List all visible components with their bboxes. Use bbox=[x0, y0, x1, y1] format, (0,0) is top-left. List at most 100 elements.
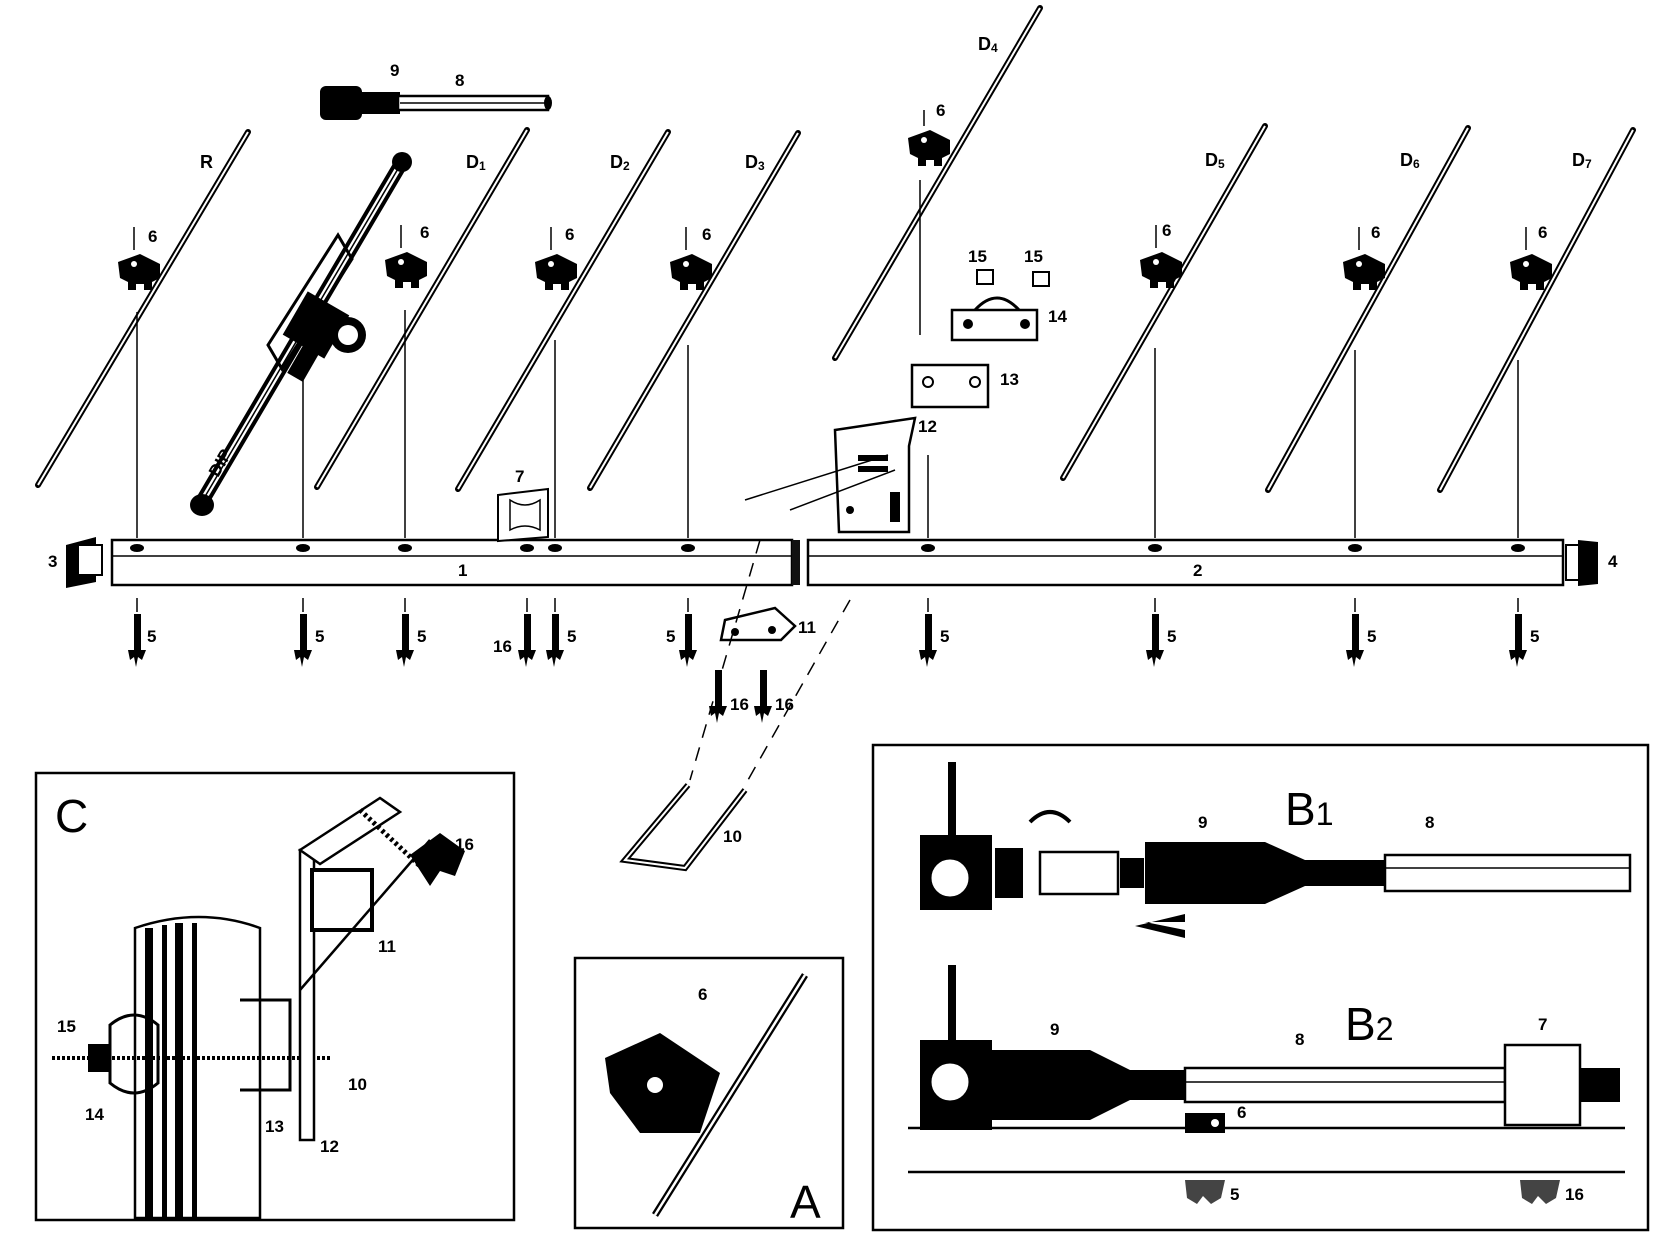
plate-label: 13 bbox=[1000, 370, 1019, 389]
inset-b: 9 8 B1 9 8 7 6 5 16 B2 bbox=[871, 743, 1650, 1232]
element-clip: 6 bbox=[908, 101, 950, 166]
svg-text:6: 6 bbox=[1371, 223, 1380, 242]
inset-a: 6 A bbox=[573, 956, 845, 1230]
element-rod-d4 bbox=[832, 5, 1043, 361]
mast-bracket-label: 12 bbox=[918, 417, 937, 436]
element-rod-d5 bbox=[1060, 123, 1268, 481]
element-label-d3: D3 bbox=[745, 152, 765, 173]
svg-text:5: 5 bbox=[666, 627, 675, 646]
end-cap-label-left: 3 bbox=[48, 552, 57, 571]
inset-a-title: A bbox=[790, 1176, 821, 1228]
svg-text:6: 6 bbox=[148, 227, 157, 246]
svg-text:6: 6 bbox=[936, 101, 945, 120]
inset-b1-title: B1 bbox=[1285, 783, 1333, 835]
inset-b2-title: B2 bbox=[1345, 998, 1393, 1050]
screw: 5 bbox=[1346, 598, 1376, 667]
u-bolt-label: 10 bbox=[723, 827, 742, 846]
inset-b2-part-label-6: 6 bbox=[1237, 1103, 1246, 1122]
inset-c-title: C bbox=[55, 790, 88, 842]
inset-b2-part-label-8: 8 bbox=[1295, 1030, 1304, 1049]
inset-c-part-label-15: 15 bbox=[57, 1017, 76, 1036]
svg-text:5: 5 bbox=[1367, 627, 1376, 646]
boom-clamp: 11 bbox=[719, 606, 816, 642]
inset-a-part-label: 6 bbox=[698, 985, 707, 1004]
inset-b2: 9 8 7 6 5 16 B2 bbox=[908, 965, 1625, 1204]
end-cap-right: 4 bbox=[1565, 540, 1618, 586]
svg-text:15: 15 bbox=[1024, 247, 1043, 266]
element-label-d5: D5 bbox=[1205, 150, 1225, 171]
alignment-lines bbox=[136, 180, 1519, 538]
assembly-lines bbox=[689, 539, 851, 781]
screw: 5 bbox=[919, 598, 949, 667]
svg-text:5: 5 bbox=[940, 627, 949, 646]
inset-c-part-label-11: 11 bbox=[378, 937, 396, 956]
nut: 15 bbox=[1024, 247, 1050, 287]
inset-c-part-label-13: 13 bbox=[265, 1117, 284, 1136]
inset-c: 16 11 10 15 14 13 12 C bbox=[34, 771, 516, 1222]
inset-b1-part-label-8: 8 bbox=[1425, 813, 1434, 832]
svg-text:16: 16 bbox=[730, 695, 749, 714]
inset-b2-part-label-7: 7 bbox=[1538, 1015, 1547, 1034]
element-clip: 6 bbox=[535, 225, 577, 290]
svg-text:6: 6 bbox=[420, 223, 429, 242]
svg-text:6: 6 bbox=[702, 225, 711, 244]
element-label-d2: D2 bbox=[610, 152, 630, 173]
screw: 5 bbox=[666, 598, 697, 667]
end-cap-label-right: 4 bbox=[1608, 552, 1618, 571]
inset-b2-part-label-9: 9 bbox=[1050, 1020, 1059, 1039]
svg-text:5: 5 bbox=[1530, 627, 1539, 646]
element-rod-d3 bbox=[587, 130, 801, 491]
element-rods bbox=[35, 5, 1636, 493]
element-clip: 6 bbox=[1343, 223, 1385, 290]
inset-b2-part-label-16: 16 bbox=[1565, 1185, 1584, 1204]
screw: 5 bbox=[1146, 598, 1176, 667]
svg-text:5: 5 bbox=[567, 627, 576, 646]
mast-clamp-label: 14 bbox=[1048, 307, 1067, 326]
element-rod-d7 bbox=[1437, 127, 1636, 493]
cable-tube-label: 8 bbox=[455, 71, 464, 90]
svg-text:16: 16 bbox=[775, 695, 794, 714]
screw: 16 bbox=[709, 670, 749, 723]
u-bolt: 10 bbox=[619, 783, 748, 872]
boom-clip-label: 7 bbox=[515, 467, 524, 486]
boom-section-2 bbox=[806, 538, 1565, 587]
inset-c-part-label-10: 10 bbox=[348, 1075, 367, 1094]
screw: 5 bbox=[294, 598, 324, 667]
element-rod-d1 bbox=[314, 127, 530, 490]
svg-text:6: 6 bbox=[1538, 223, 1547, 242]
boom-label-1: 1 bbox=[458, 561, 467, 580]
element-clip: 6 bbox=[118, 227, 160, 290]
element-clip: 6 bbox=[670, 225, 712, 290]
element-label-r: R bbox=[200, 152, 213, 172]
element-rod-d2 bbox=[455, 129, 671, 492]
element-clips: 6 6 6 6 6 6 bbox=[118, 101, 1552, 290]
screws: 5 5 5 16 5 5 bbox=[128, 598, 1539, 723]
inset-c-part-label-14: 14 bbox=[85, 1105, 104, 1124]
screw: 5 bbox=[546, 598, 576, 667]
inset-b1: 9 8 B1 bbox=[920, 762, 1632, 938]
inset-c-part-label-12: 12 bbox=[320, 1137, 339, 1156]
mast-bracket: 12 bbox=[744, 416, 937, 534]
svg-text:5: 5 bbox=[147, 627, 156, 646]
inset-b2-part-label-5: 5 bbox=[1230, 1185, 1239, 1204]
element-clip: 6 bbox=[1140, 221, 1182, 288]
svg-text:6: 6 bbox=[1162, 221, 1171, 240]
svg-text:16: 16 bbox=[493, 637, 512, 656]
element-rod-r bbox=[35, 129, 251, 488]
element-label-d7: D7 bbox=[1572, 150, 1592, 171]
screw: 5 bbox=[396, 598, 426, 667]
element-label-d6: D6 bbox=[1400, 150, 1420, 171]
boom-label-2: 2 bbox=[1193, 561, 1202, 580]
svg-text:5: 5 bbox=[1167, 627, 1176, 646]
mast-clamp: 14 15 15 bbox=[950, 247, 1067, 342]
svg-text:5: 5 bbox=[315, 627, 324, 646]
element-label-d1: D1 bbox=[466, 152, 486, 173]
svg-text:15: 15 bbox=[968, 247, 987, 266]
element-clip: 6 bbox=[1510, 223, 1552, 290]
nut: 15 bbox=[968, 247, 994, 285]
inset-c-part-label-16: 16 bbox=[455, 835, 474, 854]
cable-tube-part: 9 8 bbox=[320, 61, 552, 120]
screw: 16 bbox=[493, 598, 536, 667]
element-clip: 6 bbox=[385, 223, 429, 288]
